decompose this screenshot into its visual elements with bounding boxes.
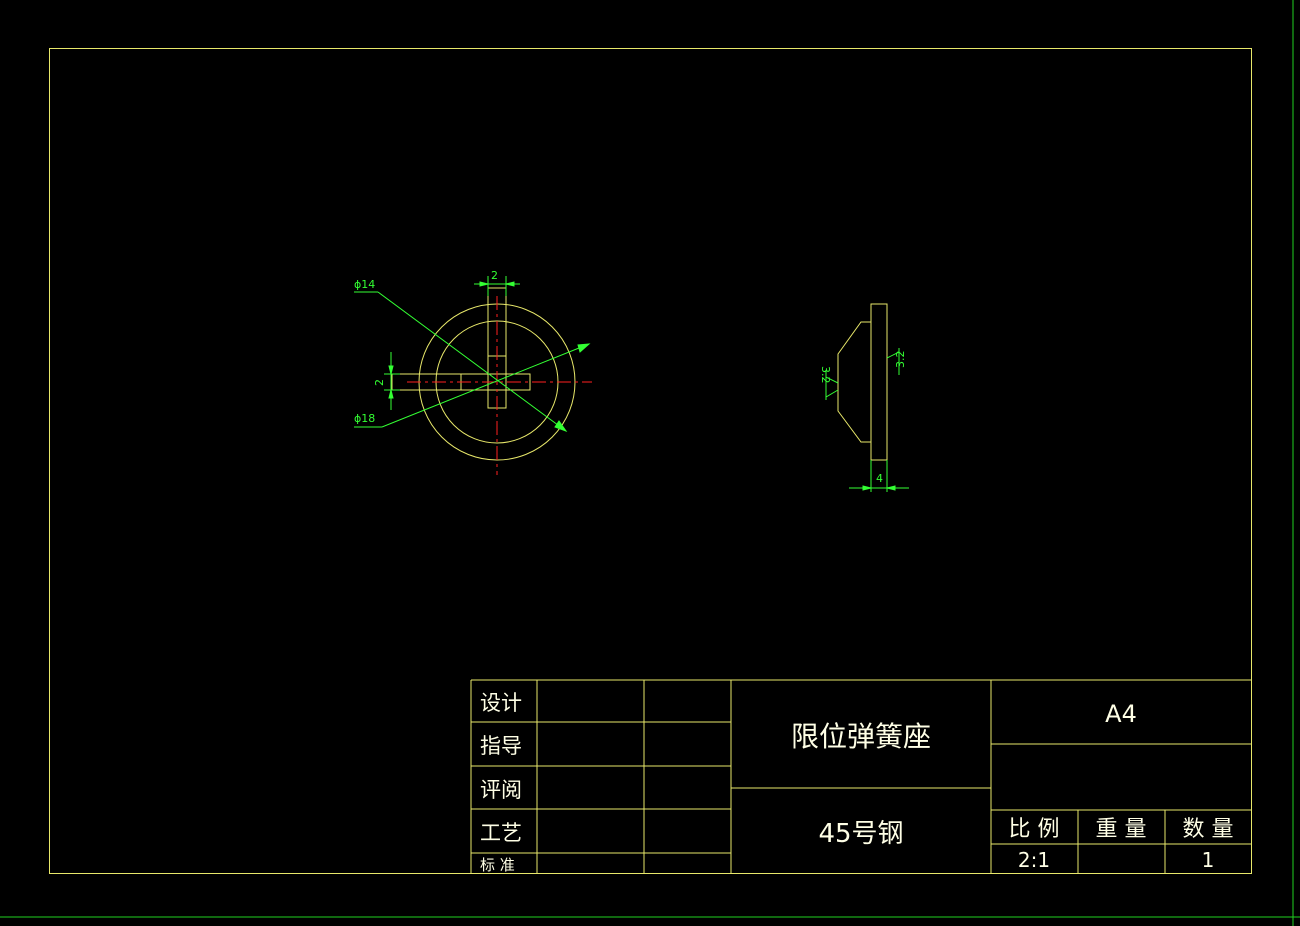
role-process: 工艺 [480, 821, 522, 845]
header-quantity: 数 量 [1183, 817, 1234, 842]
sheet-size: A4 [1105, 700, 1137, 728]
dim-inner-diameter: ϕ18 [354, 412, 375, 425]
value-scale: 2:1 [1018, 848, 1050, 872]
front-dimensions [354, 276, 591, 433]
dim-slot-width-top: 2 [491, 269, 498, 282]
roughness-right: 3.2 [894, 351, 907, 369]
center-lines [407, 296, 592, 475]
dim-outer-diameter: ϕ14 [354, 278, 375, 291]
side-dimensions [825, 348, 909, 492]
roughness-left: 3.2 [819, 366, 832, 384]
role-design: 设计 [480, 691, 522, 715]
dim-thickness: 4 [876, 472, 883, 485]
role-standard: 标 准 [480, 856, 515, 874]
cross-slot [391, 287, 531, 409]
side-profile [837, 303, 888, 461]
front-view: 2 ϕ14 2 ϕ18 [354, 269, 592, 475]
material: 45号钢 [818, 819, 903, 849]
header-scale: 比 例 [1009, 817, 1060, 842]
dim-slot-width-left: 2 [373, 379, 386, 386]
part-name: 限位弹簧座 [791, 720, 931, 753]
value-quantity: 1 [1202, 848, 1215, 872]
role-review: 评阅 [480, 778, 522, 802]
title-block [470, 679, 1251, 873]
header-weight: 重 量 [1096, 817, 1147, 842]
side-view: 4 3.2 3.2 [819, 303, 909, 492]
role-guide: 指导 [480, 734, 522, 758]
